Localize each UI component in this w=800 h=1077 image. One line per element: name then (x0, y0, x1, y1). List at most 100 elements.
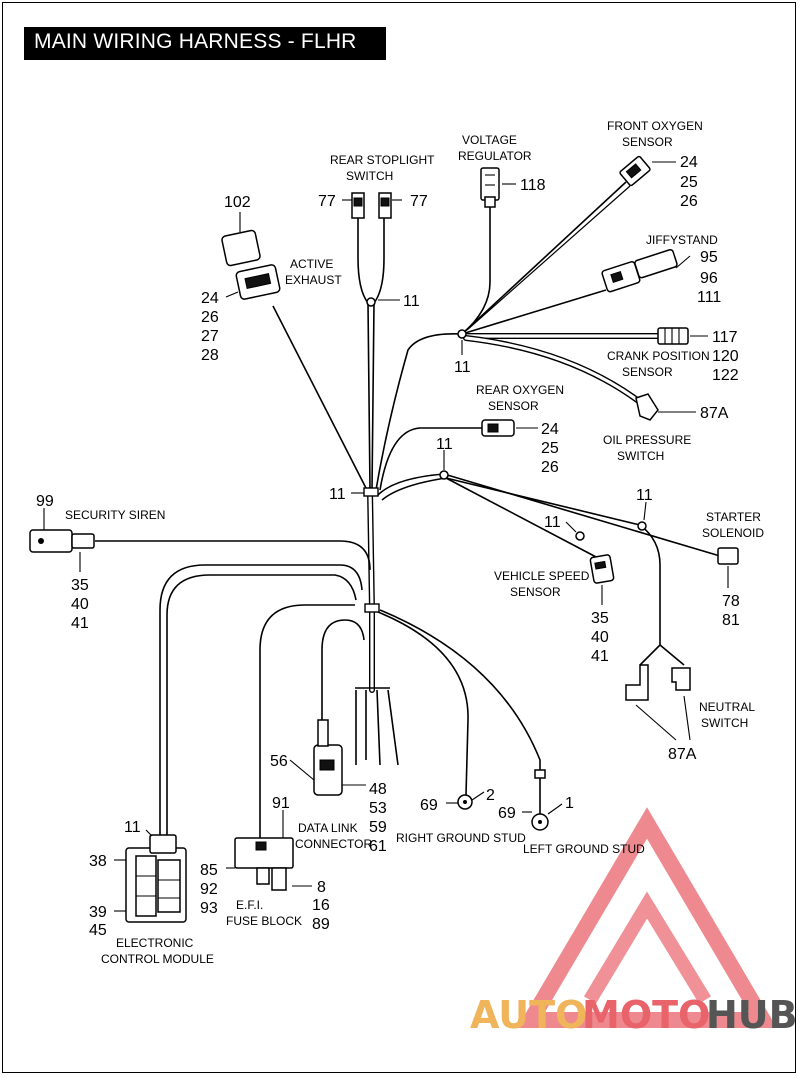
main-harness-trunk (355, 487, 399, 766)
jiffystand-ref-1: 95 (700, 249, 718, 266)
front-oxygen-label-1: FRONT OXYGEN (607, 119, 703, 133)
front-oxygen-ref-1: 24 (680, 154, 698, 171)
vss-ref-1: 35 (591, 610, 609, 627)
ecm-ref-left-2b: 45 (89, 922, 107, 939)
efi-ref-right-3: 89 (312, 916, 330, 933)
vss-ref-3: 41 (591, 648, 609, 665)
logo-text-moto: MOTO (582, 993, 710, 1037)
logo-triangle-inner (583, 891, 711, 1004)
starter-solenoid-label-2: SOLENOID (702, 526, 764, 540)
efi-ref-left-2: 92 (200, 881, 218, 898)
rear-stoplight-label-2: SWITCH (346, 169, 393, 183)
right-ground-label: RIGHT GROUND STUD (396, 831, 526, 845)
data-link-ref-left: 56 (270, 753, 288, 770)
starter-solenoid-ref-2: 81 (722, 612, 740, 629)
crank-position-ref-3: 122 (712, 367, 739, 384)
rear-stoplight-label-1: REAR STOPLIGHT (330, 153, 435, 167)
vss-label-2: SENSOR (510, 585, 561, 599)
efi-label-2: FUSE BLOCK (226, 914, 302, 928)
security-siren-label: SECURITY SIREN (65, 508, 165, 522)
rear-oxygen-label-2: SENSOR (488, 399, 539, 413)
clip-ref-2: 11 (454, 359, 471, 376)
jiffystand-label: JIFFYSTAND (646, 233, 718, 247)
data-link-ref-2: 53 (369, 800, 387, 817)
vss-ref-2: 40 (591, 629, 609, 646)
starter-solenoid-ref-1: 78 (722, 593, 740, 610)
ecm-ref-left-2a: 39 (89, 904, 107, 921)
crank-position-label-1: CRANK POSITION (607, 349, 710, 363)
front-oxygen-label-2: SENSOR (622, 135, 673, 149)
efi-ref-left-1: 85 (200, 862, 218, 879)
crank-position-ref-2: 120 (712, 348, 739, 365)
active-exhaust-ref-4: 28 (201, 347, 219, 364)
voltage-regulator-ref: 118 (520, 177, 546, 194)
clip-ref-1: 11 (403, 293, 420, 310)
automotohub-logo: AUTO MOTO HUB (470, 807, 798, 1037)
lower-harness-loops (95, 540, 541, 838)
clip-ref-4: 11 (436, 436, 453, 453)
logo-text-hub: HUB (706, 993, 798, 1037)
data-link-ref-3: 59 (369, 819, 387, 836)
clip-ref-5: 11 (636, 487, 653, 504)
oil-pressure-ref: 87A (700, 405, 729, 422)
vehicle-speed-sensor-connector (589, 554, 615, 584)
security-siren-ref-1: 35 (71, 577, 89, 594)
active-exhaust-ref-3: 27 (201, 328, 219, 345)
clip-ref-6: 11 (544, 514, 561, 531)
security-siren-ref-3: 41 (71, 615, 89, 632)
rear-oxygen-ref-3: 26 (541, 459, 559, 476)
left-ground-ref-left: 69 (498, 805, 516, 822)
left-ground-ref-right: 1 (565, 795, 574, 812)
upper-branches (272, 181, 721, 666)
neutral-switch-label-1: NEUTRAL (699, 700, 755, 714)
active-exhaust-label-1: ACTIVE (290, 257, 333, 271)
rear-stoplight-switch-connectors (351, 192, 392, 219)
security-siren-connector (29, 529, 95, 553)
right-ground-ref-right: 2 (486, 787, 495, 804)
ecm-label-2: CONTROL MODULE (101, 952, 214, 966)
efi-ref-right-1: 8 (317, 879, 326, 896)
rear-stoplight-ref-left: 77 (318, 193, 336, 210)
data-link-label-1: DATA LINK (298, 821, 358, 835)
ground-stud-right-part (457, 794, 473, 810)
ecm-ref-left-1: 38 (89, 853, 107, 870)
security-siren-ref-top: 99 (36, 493, 54, 510)
left-ground-label: LEFT GROUND STUD (523, 842, 645, 856)
rear-oxygen-label-1: REAR OXYGEN (476, 383, 564, 397)
crank-position-ref-1: 117 (712, 329, 738, 346)
jiffystand-connector (601, 248, 678, 293)
ecm-part (125, 834, 187, 923)
logo-triangle-mark (517, 807, 777, 1028)
starter-solenoid-connector (717, 547, 739, 565)
crank-position-label-2: SENSOR (622, 365, 673, 379)
efi-label-1: E.F.I. (236, 898, 263, 912)
vss-label-1: VEHICLE SPEED (494, 569, 590, 583)
leader-lines (43, 161, 729, 912)
data-link-label-2: CONNECTOR (295, 837, 372, 851)
neutral-switch-connectors (625, 664, 691, 701)
rear-stoplight-ref-right: 77 (410, 193, 428, 210)
clip-ref-3: 11 (329, 486, 346, 503)
rear-oxygen-ref-2: 25 (541, 440, 559, 457)
title-bar (24, 27, 386, 60)
active-exhaust-connector (221, 229, 281, 300)
active-exhaust-ref-1: 24 (201, 290, 219, 307)
efi-fuse-block-part (234, 837, 294, 891)
neutral-switch-label-2: SWITCH (701, 716, 748, 730)
active-exhaust-ref-2: 26 (201, 309, 219, 326)
rear-oxygen-connector (481, 419, 515, 437)
data-link-ref-4: 61 (369, 838, 387, 855)
neutral-switch-ref: 87A (668, 746, 697, 763)
efi-ref-left-3: 93 (200, 900, 218, 917)
voltage-regulator-label-2: REGULATOR (458, 149, 532, 163)
front-oxygen-connector (619, 155, 651, 187)
oil-pressure-connector (635, 393, 659, 421)
labels: FRONT OXYGEN SENSOR 24 25 26 VOLTAGE REG… (36, 119, 764, 966)
jiffystand-ref-3: 111 (697, 289, 721, 306)
data-link-ref-1: 48 (369, 781, 387, 798)
jiffystand-ref-2: 96 (700, 270, 718, 287)
data-link-connector-part (313, 719, 343, 796)
voltage-regulator-connector (480, 167, 500, 208)
